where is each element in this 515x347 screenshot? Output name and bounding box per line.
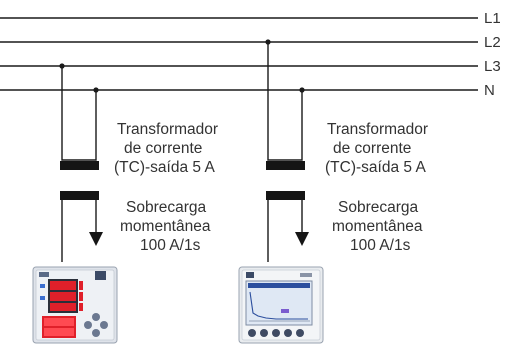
- analyzer-button-5[interactable]: [296, 329, 304, 337]
- digital-meter: [32, 266, 118, 344]
- analyzer-button-3[interactable]: [272, 329, 280, 337]
- ct-label-1-line3: (TC)-saída 5 A: [114, 159, 215, 176]
- ct-label-2-line2: de corrente: [333, 140, 411, 157]
- analyzer-model-tag: [300, 273, 312, 277]
- analyzer-button-4[interactable]: [284, 329, 292, 337]
- ground-arrow-2: [295, 232, 309, 246]
- analyzer-button-2[interactable]: [260, 329, 268, 337]
- overload-label-2-line2: momentânea: [332, 218, 423, 235]
- ct-core-upper-1: [60, 161, 99, 170]
- line-label-l3: L3: [484, 58, 501, 75]
- ct-label-2: Transformador de corrente (TC)-saída 5 A: [325, 121, 428, 176]
- analyzer-button-1[interactable]: [248, 329, 256, 337]
- meter-nav-right-button[interactable]: [100, 321, 108, 329]
- meter-brand-badge-icon: [95, 271, 106, 280]
- line-label-l1: L1: [484, 10, 501, 27]
- ct-core-lower-1: [60, 191, 99, 200]
- ct-group-1: Transformador de corrente (TC)-saída 5 A…: [32, 63, 218, 344]
- ground-arrow-1: [89, 232, 103, 246]
- overload-label-1-line3: 100 A/1s: [140, 237, 201, 254]
- meter-nav-down-button[interactable]: [92, 329, 100, 337]
- ct-label-2-line1: Transformador: [327, 121, 428, 138]
- ct-core-upper-2: [266, 161, 305, 170]
- analyzer-logo-icon: [246, 272, 254, 278]
- overload-label-1: Sobrecarga momentânea 100 A/1s: [120, 199, 211, 254]
- ct-label-1: Transformador de corrente (TC)-saída 5 A: [114, 121, 218, 176]
- line-label-n: N: [484, 82, 495, 99]
- meter-nav-left-button[interactable]: [84, 321, 92, 329]
- meter-logo-icon: [39, 272, 49, 277]
- analyzer-trend-graph: [249, 291, 308, 320]
- primary-loop-2: [267, 42, 303, 161]
- ct-label-1-line1: Transformador: [117, 121, 218, 138]
- ct-label-1-line2: de corrente: [124, 140, 202, 157]
- overload-label-1-line1: Sobrecarga: [126, 199, 207, 216]
- overload-label-1-line2: momentânea: [120, 218, 211, 235]
- ct-core-lower-2: [266, 191, 305, 200]
- graphic-analyzer-meter: [238, 266, 324, 344]
- ct-label-2-line3: (TC)-saída 5 A: [325, 159, 426, 176]
- ct-group-2: Transformador de corrente (TC)-saída 5 A…: [238, 39, 428, 344]
- overload-label-2-line3: 100 A/1s: [350, 237, 411, 254]
- overload-label-2: Sobrecarga momentânea 100 A/1s: [332, 199, 423, 254]
- line-label-l2: L2: [484, 34, 501, 51]
- primary-loop-1: [61, 66, 97, 161]
- meter-nav-up-button[interactable]: [92, 313, 100, 321]
- analyzer-screen: [245, 280, 313, 326]
- overload-label-2-line1: Sobrecarga: [338, 199, 419, 216]
